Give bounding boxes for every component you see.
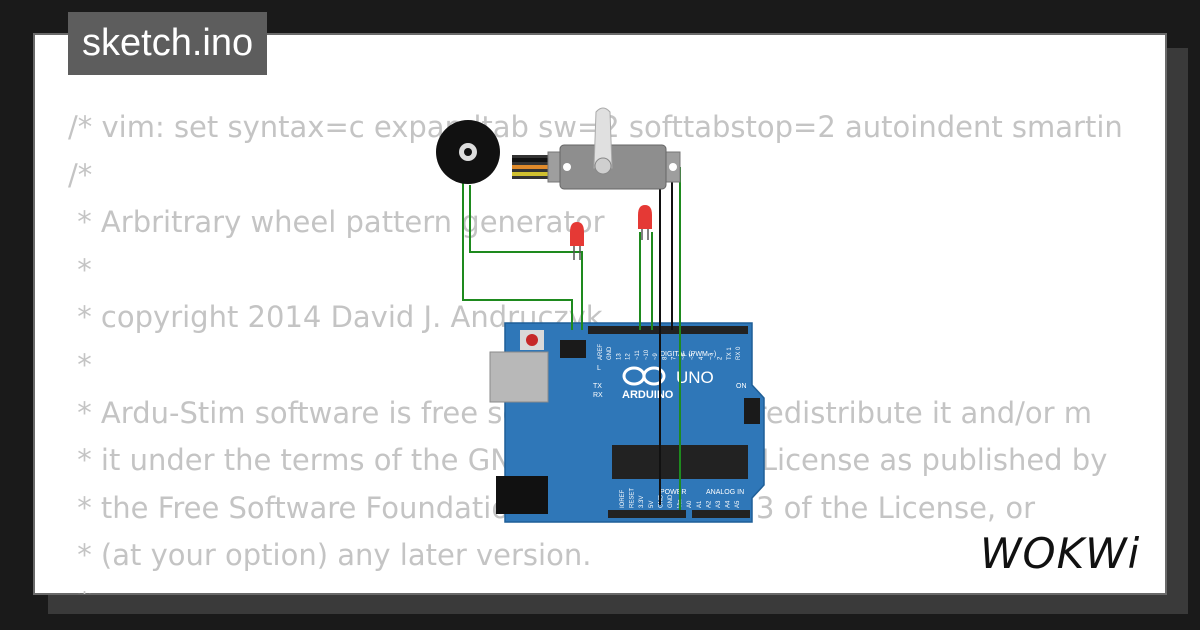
- icsp-header: [560, 340, 586, 358]
- board-model: UNO: [676, 368, 714, 387]
- pin-label: A1: [697, 500, 703, 508]
- pin-label: TX 1: [727, 347, 733, 360]
- code-line: /*: [68, 157, 93, 192]
- pin-label: GND: [607, 346, 613, 360]
- circuit-diagram: UNO ARDUINO DIGITAL (PWM ~) POWER ANALOG…: [436, 107, 765, 523]
- analog-header: [692, 510, 750, 518]
- code-line: *: [68, 347, 92, 382]
- pin-label: 3.3V: [639, 496, 645, 508]
- digital-header: [588, 326, 748, 334]
- pin-label: A2: [706, 500, 712, 508]
- pin-label: ~11: [635, 350, 641, 360]
- pin-label: A5: [735, 500, 741, 508]
- code-line: *: [68, 252, 92, 287]
- digital-header-label: DIGITAL (PWM ~): [660, 351, 716, 358]
- pin-label: 4: [699, 356, 705, 360]
- tx-label: TX: [593, 383, 602, 390]
- pin-label: A3: [716, 500, 722, 508]
- power-header: [608, 510, 686, 518]
- wire-led1: [469, 185, 583, 330]
- pin-label: ~9: [653, 352, 659, 360]
- wire-buzzer-gnd: [462, 168, 573, 330]
- sketch-title: sketch.ino: [68, 12, 268, 75]
- pin-label: A0: [687, 500, 693, 508]
- pin-label: 8: [662, 356, 668, 360]
- board-brand: ARDUINO: [622, 389, 674, 401]
- power-header-label: POWER: [660, 489, 686, 496]
- code-line: * copyright 2014 David J. Andruczyk: [68, 300, 603, 335]
- led-1[interactable]: [570, 222, 584, 260]
- pin-label: ~6: [681, 352, 687, 360]
- power-jack: [496, 476, 548, 514]
- servo-horn: [593, 107, 613, 169]
- pin-label: 2: [718, 356, 724, 360]
- on-label: ON: [736, 383, 747, 390]
- usb-port: [489, 351, 549, 403]
- pin-label: ~10: [644, 349, 650, 360]
- code-line: * Arbritrary wheel pattern generator: [68, 205, 605, 240]
- code-line: * (at your option) any later version.: [68, 538, 592, 573]
- pin-label: 13: [616, 353, 622, 360]
- rx-label: RX: [593, 392, 603, 399]
- pin-label: 7: [672, 356, 678, 360]
- pin-label: RX 0: [736, 346, 742, 360]
- buzzer[interactable]: [436, 120, 500, 184]
- pin-label: 5V: [649, 501, 655, 508]
- servo-motor[interactable]: [512, 107, 681, 190]
- pin-label: RESET: [630, 488, 636, 508]
- wokwi-logo-text: WOKWi: [980, 529, 1140, 576]
- pin-label: A4: [726, 500, 732, 508]
- pin-label: GND: [658, 494, 664, 508]
- pin-label: ~3: [708, 352, 714, 360]
- arduino-uno-board[interactable]: UNO ARDUINO DIGITAL (PWM ~) POWER ANALOG…: [489, 322, 765, 523]
- analog-header-label: ANALOG IN: [706, 489, 744, 496]
- pin-label: 12: [626, 353, 632, 360]
- led-l-label: L: [597, 365, 601, 372]
- pin-label: ~5: [690, 352, 696, 360]
- code-line: *: [68, 580, 1136, 594]
- pin-label: AREF: [598, 344, 604, 360]
- pin-label: GND: [668, 494, 674, 508]
- pin-label: IOREF: [620, 489, 626, 508]
- led-2[interactable]: [638, 205, 652, 240]
- wokwi-logo: WOKWi: [980, 529, 1140, 576]
